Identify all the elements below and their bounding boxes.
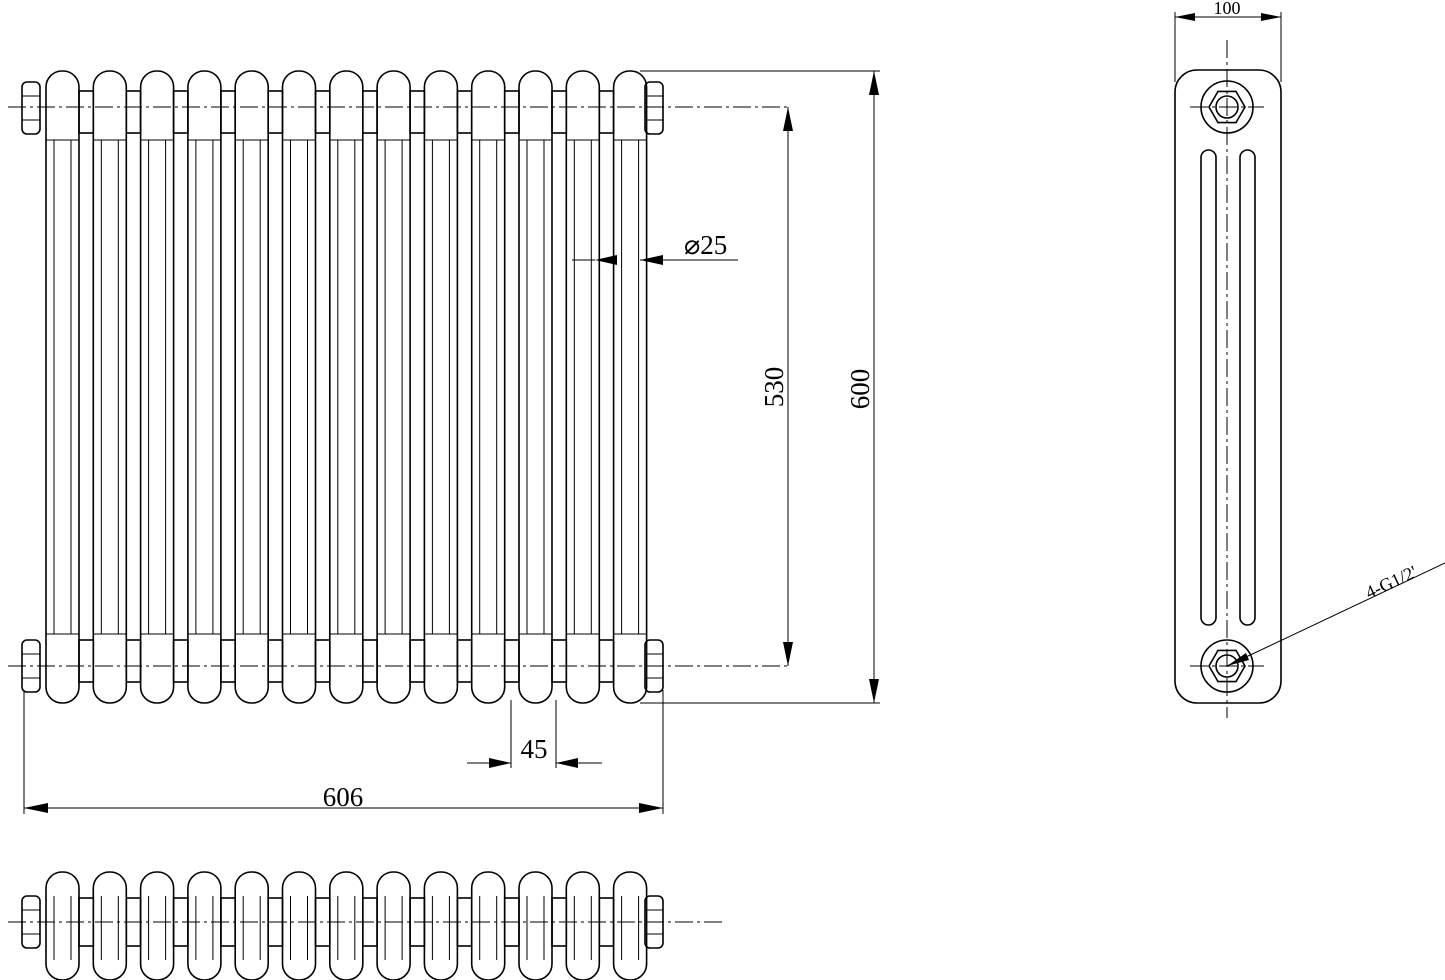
connection-label: 4-G1/2' (1362, 562, 1420, 603)
plan-section (565, 871, 615, 980)
dimension-diameter: ⌀25 (572, 230, 738, 265)
radiator-section (376, 70, 426, 704)
plan-section (470, 871, 520, 980)
plan-section (612, 871, 648, 980)
plan-section (92, 871, 142, 980)
radiator-section (45, 70, 95, 704)
plan-section (518, 871, 568, 980)
radiator-section (234, 70, 284, 704)
end-cap-left-top (21, 81, 41, 135)
plan-section (376, 871, 426, 980)
plan-sections (45, 871, 648, 980)
dimension-100-label: 100 (1214, 0, 1241, 18)
radiator-section (470, 70, 520, 704)
dimension-530: 530 (759, 107, 793, 666)
radiator-section (612, 70, 648, 704)
dimension-606: 606 (23, 690, 664, 814)
plan-section (234, 871, 284, 980)
dimension-45-label: 45 (521, 734, 548, 764)
plan-section (329, 871, 378, 980)
dimension-606-label: 606 (323, 782, 364, 812)
side-view (1174, 40, 1282, 718)
plan-section (423, 871, 473, 980)
radiator-section (139, 70, 189, 704)
side-body (1174, 69, 1282, 704)
dimension-diameter-label: ⌀25 (684, 230, 727, 260)
front-sections (45, 70, 648, 704)
dimension-600-label: 600 (845, 369, 875, 410)
radiator-section (565, 70, 615, 704)
dimension-100: 100 (1174, 0, 1282, 82)
dimension-45: 45 (467, 700, 602, 768)
connection-leader: 4-G1/2' (1226, 562, 1445, 667)
dimension-600: 600 (640, 70, 880, 704)
radiator-section (518, 70, 568, 704)
plan-view (8, 871, 725, 980)
radiator-section (281, 70, 331, 704)
plan-section (281, 871, 331, 980)
side-slot-left (1200, 149, 1217, 626)
radiator-section (92, 70, 142, 704)
radiator-section (328, 70, 378, 704)
end-cap-right-top (644, 81, 664, 135)
plan-section (139, 871, 189, 980)
dimension-530-label: 530 (759, 367, 789, 408)
plan-section (187, 871, 236, 980)
radiator-section (187, 70, 236, 704)
front-view (8, 70, 790, 704)
side-slot-right (1239, 149, 1256, 626)
radiator-section (423, 70, 473, 704)
plan-section (45, 871, 95, 980)
